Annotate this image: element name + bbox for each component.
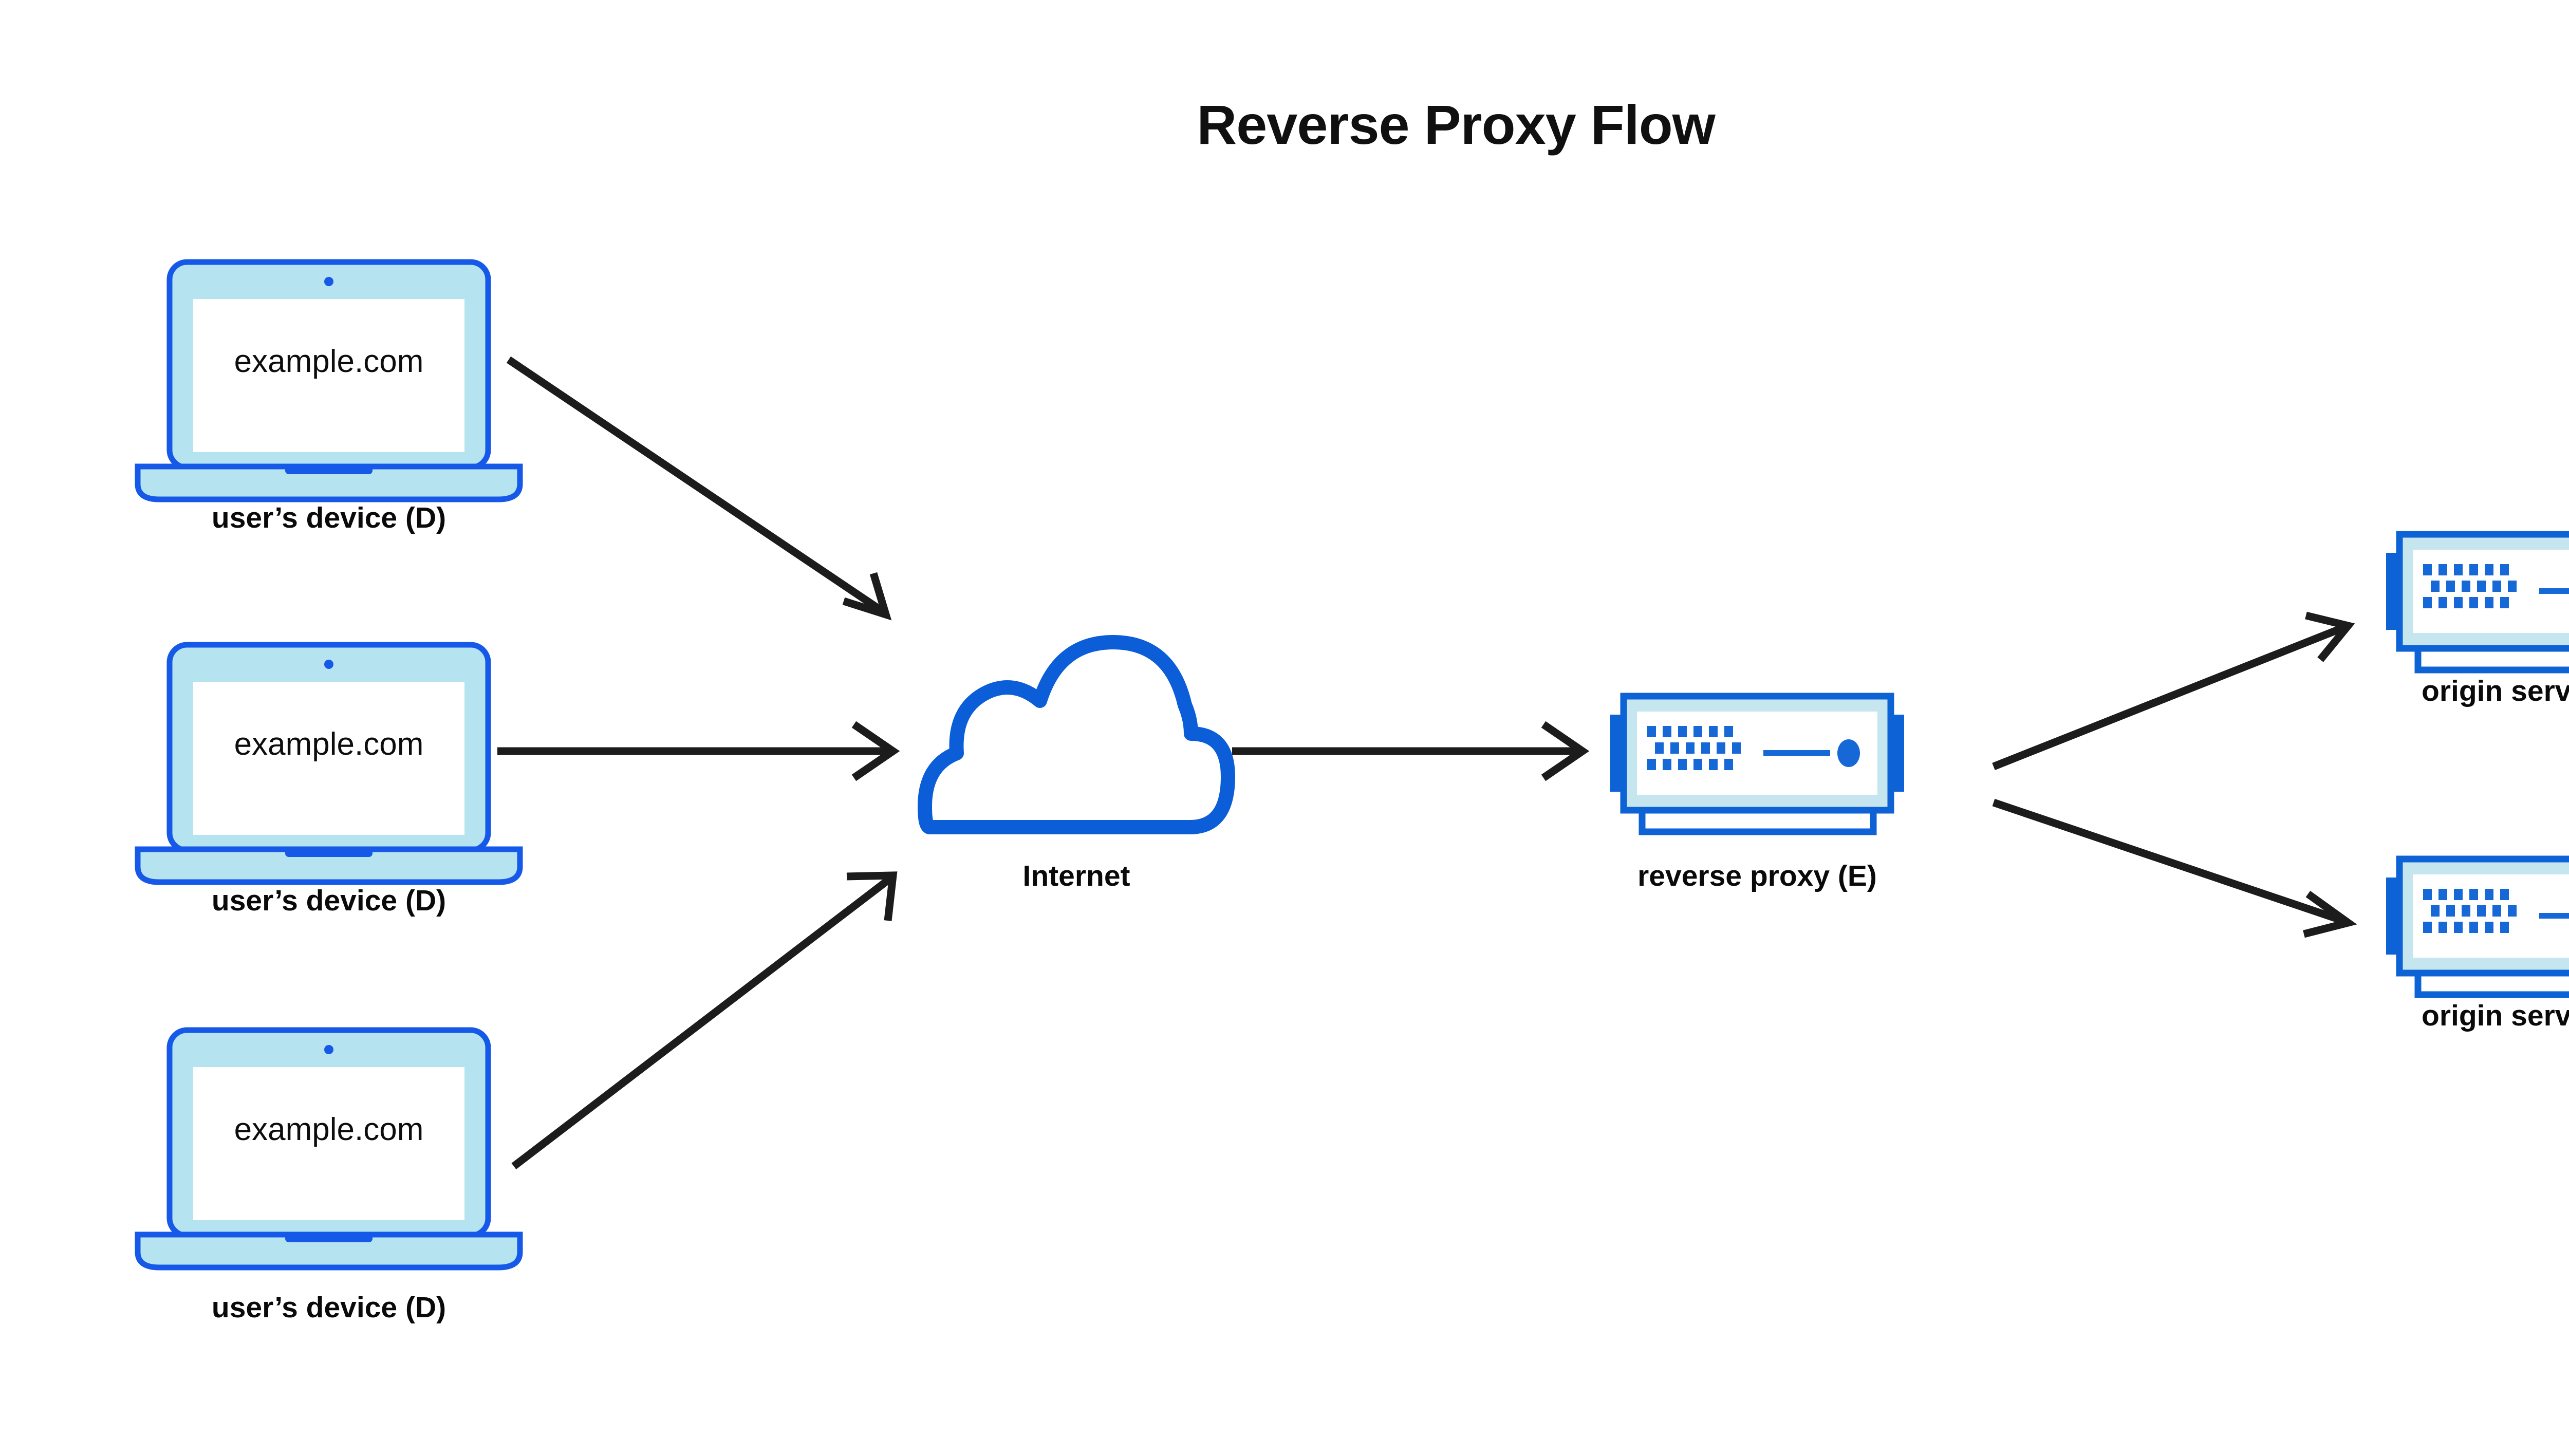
device-3-label: user’s device (D): [211, 1291, 446, 1324]
origin-server-1-icon[interactable]: [2386, 534, 2569, 670]
page-title: Reverse Proxy Flow: [1197, 94, 1715, 156]
device-2-icon[interactable]: [138, 645, 520, 882]
origin-server-2-label: origin server (F): [2422, 999, 2569, 1032]
reverse-proxy-label: reverse proxy (E): [1637, 860, 1877, 892]
device-1-screen-text: example.com: [234, 344, 424, 379]
origin-server-2-icon[interactable]: [2386, 859, 2569, 995]
edge-proxy-origin2: [1992, 798, 2357, 938]
device-2-screen-text: example.com: [234, 726, 424, 762]
edge-device1-internet: [506, 356, 892, 621]
reverse-proxy-icon[interactable]: [1610, 696, 1904, 832]
origin-server-1-label: origin server (F): [2422, 675, 2569, 707]
device-1-label: user’s device (D): [211, 501, 446, 534]
edge-device3-internet: [511, 871, 898, 1169]
edge-proxy-origin1: [1992, 611, 2355, 770]
device-3-icon[interactable]: [138, 1030, 520, 1267]
edge-device2-internet: [497, 721, 900, 781]
device-3-screen-text: example.com: [234, 1112, 424, 1147]
device-2-label: user’s device (D): [211, 884, 446, 917]
internet-cloud-label: Internet: [1022, 860, 1130, 892]
edge-internet-proxy: [1232, 721, 1590, 781]
device-1-icon[interactable]: [138, 262, 520, 499]
internet-cloud-icon[interactable]: [918, 635, 1235, 834]
